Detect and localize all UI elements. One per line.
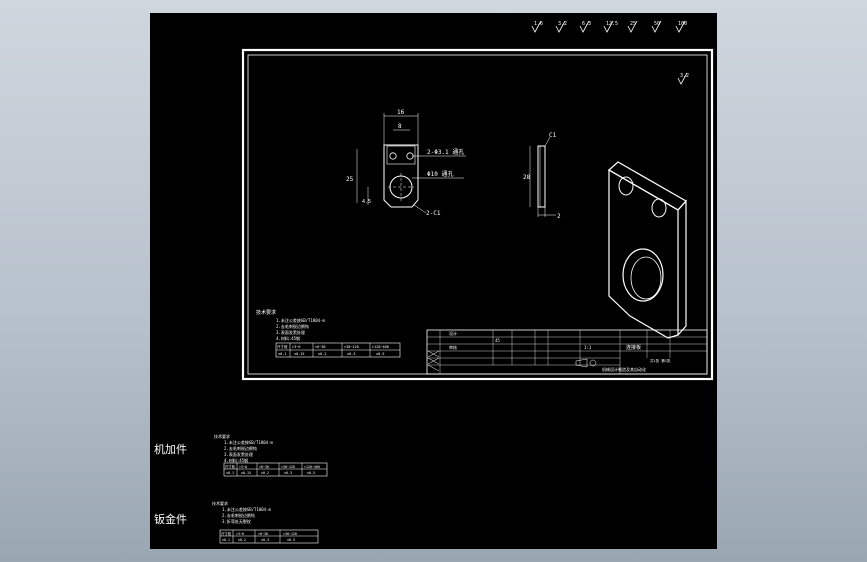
roughness-symbol-icon: 6.3 <box>579 20 591 33</box>
tol-value: ±0.1 <box>278 352 286 356</box>
tol-header: >6~30 <box>315 345 326 349</box>
dim-width: 16 <box>397 109 405 116</box>
note-line: 3.折弯处无裂纹 <box>222 518 251 524</box>
note-line: 3.表面发黑处理 <box>224 451 253 457</box>
dim-side-chamfer: C1 <box>549 132 557 139</box>
tb-sheet: 共1张 第1张 <box>650 358 671 363</box>
note-line: 2.去毛刺锐边倒钝 <box>276 323 309 329</box>
top-roughness-row: 1.6 3.2 6.3 12.5 25 50 100 <box>531 20 687 33</box>
tol-header: 尺寸段 <box>221 531 232 536</box>
tol-header: >30~120 <box>283 532 297 536</box>
tol-header: >3~6 <box>292 345 300 349</box>
tol-value: ±0.1 <box>222 538 230 542</box>
tol-header: >3~6 <box>239 465 247 469</box>
main-roughness-value: 3.2 <box>680 73 689 79</box>
note-line: 4.材料:45钢 <box>276 335 300 341</box>
label-sheetmetal: 钣金件 <box>154 512 187 526</box>
tol-header: 尺寸段 <box>225 464 236 469</box>
label-machined: 机加件 <box>154 442 187 456</box>
tol-value: ±0.3 <box>347 352 355 356</box>
tol-header: >30~120 <box>344 345 359 349</box>
tb-school: 机械设计制造及其自动化 <box>602 366 646 372</box>
front-view: 16 8 25 4.5 2-Φ3.1 通孔 Φ10 通孔 2-C1 <box>346 109 466 217</box>
tb-name: 连接板 <box>626 344 641 351</box>
tol-header: >6~30 <box>259 465 269 469</box>
sheetmetal-notes-title: 技术要求 <box>212 500 228 506</box>
tol-header: 尺寸段 <box>277 344 288 349</box>
inner-frame <box>247 54 708 375</box>
tol-value: ±0.1 <box>226 471 234 475</box>
machined-notes: 技术要求 1.未注公差按GB/T1804-m 2.去毛刺锐边倒钝 3.表面发黑处… <box>214 433 328 477</box>
note-line: 2.去毛刺锐边倒钝 <box>222 512 255 518</box>
dim-height: 25 <box>346 176 354 183</box>
roughness-symbol-icon: 12.5 <box>603 20 618 33</box>
main-roughness-icon: 3.2 <box>677 72 689 85</box>
tb-designer: 设计 <box>449 330 457 336</box>
tol-header: >6~30 <box>258 532 268 536</box>
roughness-value: 6.3 <box>582 21 591 27</box>
side-view: 28 C1 2 <box>523 132 561 220</box>
tol-value: ±0.15 <box>241 471 251 475</box>
tol-value: ±0.15 <box>294 352 305 356</box>
roughness-symbol-icon: 3.2 <box>555 20 567 33</box>
tol-value: ±0.2 <box>261 471 269 475</box>
tol-header: >3~6 <box>236 532 244 536</box>
note-line: 1.未注公差按GB/T1804-m <box>224 439 273 445</box>
title-block: 设计 审核 45 1:1 连接板 共1张 第1张 机械设计制造及其自动化 <box>426 329 708 375</box>
roughness-value: 3.2 <box>558 21 567 27</box>
tol-value: ±0.2 <box>318 352 326 356</box>
dim-big-hole: Φ10 通孔 <box>427 170 453 178</box>
projection-symbol-icon <box>589 359 597 367</box>
roughness-symbol-icon: 50 <box>651 20 662 33</box>
machined-notes-title: 技术要求 <box>214 433 230 439</box>
roughness-value: 1.6 <box>534 21 543 27</box>
dim-chamfer: 2-C1 <box>426 210 441 217</box>
roughness-symbol-icon: 25 <box>627 20 638 33</box>
roughness-symbol-icon: 1.6 <box>531 20 543 33</box>
tech-notes: 技术要求 1.未注公差按GB/T1804-m 2.去毛刺锐边倒钝 3.表面发黑处… <box>256 309 325 341</box>
note-line: 4.材料:45钢 <box>224 457 248 463</box>
roughness-value: 25 <box>630 21 636 27</box>
note-line: 1.未注公差按GB/T1804-m <box>222 506 271 512</box>
dim-hole-spacing: 8 <box>398 123 402 130</box>
tb-checker: 审核 <box>449 344 457 350</box>
sheetmetal-notes: 技术要求 1.未注公差按GB/T1804-m 2.去毛刺锐边倒钝 3.折弯处无裂… <box>212 500 319 544</box>
dim-offset: 4.5 <box>362 199 371 205</box>
roughness-symbol-icon: 100 <box>675 20 687 33</box>
tb-material: 45 <box>495 338 500 343</box>
isometric-view <box>607 161 687 339</box>
dim-side-height: 28 <box>523 174 531 181</box>
tb-scale: 1:1 <box>584 345 592 350</box>
tol-value: ±0.5 <box>287 538 295 542</box>
tol-value: ±0.3 <box>284 471 292 475</box>
notes-title: 技术要求 <box>256 309 276 316</box>
cad-canvas[interactable]: 1.6 3.2 6.3 12.5 25 50 100 3 <box>150 13 717 549</box>
dim-small-holes: 2-Φ3.1 通孔 <box>427 148 464 156</box>
roughness-value: 50 <box>654 21 660 27</box>
note-line: 1.未注公差按GB/T1804-m <box>276 317 325 323</box>
tolerance-table: 尺寸段 >3~6 >6~30 >30~120 >120~400 ±0.1 ±0.… <box>275 342 401 358</box>
tol-value: ±0.5 <box>376 352 384 356</box>
tol-value: ±0.2 <box>238 538 246 542</box>
note-line: 3.表面发黑处理 <box>276 329 305 335</box>
tol-header: >30~120 <box>281 465 295 469</box>
tol-header: >120~400 <box>304 465 320 469</box>
roughness-value: 12.5 <box>606 21 618 27</box>
tol-header: >120~400 <box>372 345 389 349</box>
outer-frame <box>241 48 714 381</box>
roughness-value: 100 <box>678 21 687 27</box>
tol-value: ±0.5 <box>307 471 315 475</box>
note-line: 2.去毛刺锐边倒钝 <box>224 445 257 451</box>
drawing-sheet: 1.6 3.2 6.3 12.5 25 50 100 3 <box>150 13 717 549</box>
tol-value: ±0.3 <box>261 538 269 542</box>
dim-thickness: 2 <box>557 213 561 220</box>
